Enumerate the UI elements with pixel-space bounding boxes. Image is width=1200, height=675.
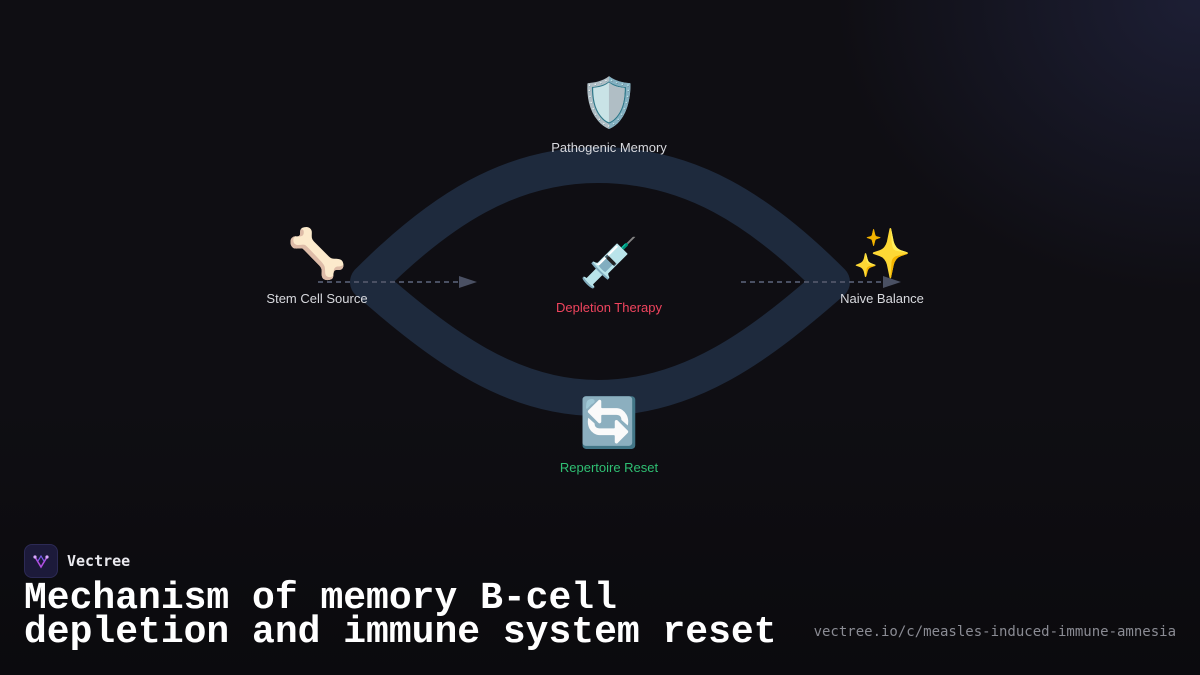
- node-label-repertoire-reset: Repertoire Reset: [559, 460, 659, 475]
- node-depletion-therapy: 💉 Depletion Therapy: [509, 236, 709, 315]
- arrowhead-right: [883, 276, 901, 288]
- page-title: Mechanism of memory B-cell depletion and…: [24, 577, 777, 654]
- node-pathogenic-memory: 🛡️ Pathogenic Memory: [509, 76, 709, 155]
- bone-icon: 🦴: [287, 228, 347, 281]
- node-label-stem-cell-source: Stem Cell Source: [266, 291, 368, 306]
- shield-icon: 🛡️: [579, 77, 639, 130]
- node-naive-balance: ✨ Naive Balance: [782, 227, 982, 306]
- sparkles-icon: ✨: [852, 228, 912, 281]
- node-label-depletion-therapy: Depletion Therapy: [556, 300, 662, 315]
- syringe-icon: 💉: [579, 237, 639, 290]
- node-stem-cell-source: 🦴 Stem Cell Source: [217, 227, 417, 306]
- node-label-naive-balance: Naive Balance: [840, 291, 924, 306]
- node-repertoire-reset: 🔄 Repertoire Reset: [509, 396, 709, 475]
- refresh-icon: 🔄: [579, 397, 639, 450]
- brand-name: Vectree: [67, 552, 131, 570]
- source-url: vectree.io/c/measles-induced-immune-amne…: [813, 624, 1176, 640]
- vectree-logo-icon: [24, 544, 58, 578]
- node-label-pathogenic-memory: Pathogenic Memory: [551, 140, 667, 155]
- brand: Vectree: [24, 544, 130, 578]
- arrowhead-left: [459, 276, 477, 288]
